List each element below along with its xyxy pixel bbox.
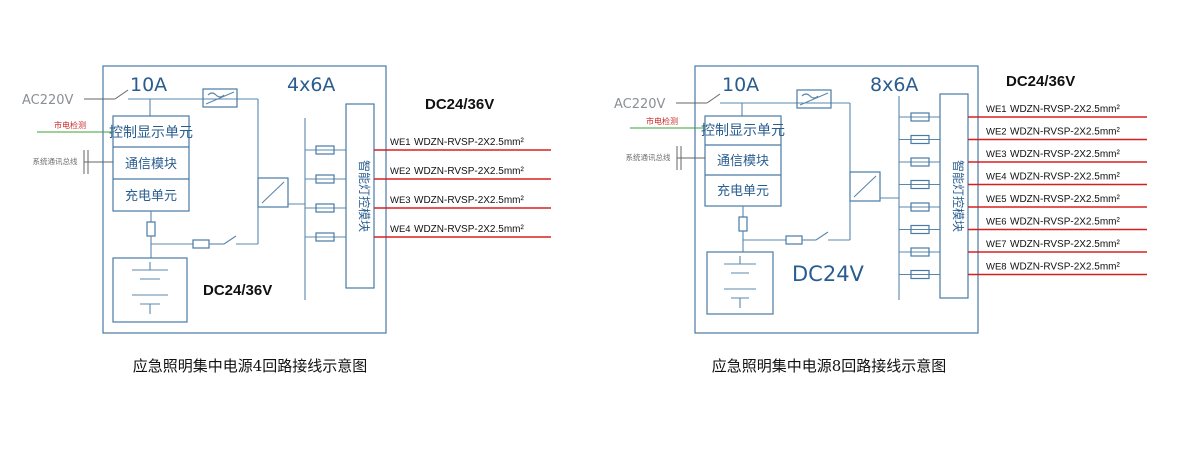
circuit-cable-spec: WDZN-RVSP-2X2.5mm²	[1010, 149, 1120, 160]
circuit-name: WE1	[390, 137, 411, 148]
circuit-fuse	[910, 179, 930, 190]
circuit-fuse	[315, 145, 335, 155]
circuit-fuse	[315, 174, 335, 184]
circuit-name: WE3	[986, 149, 1007, 160]
circuit-name: WE4	[390, 224, 411, 235]
diagram-caption: 应急照明集中电源4回路接线示意图	[133, 357, 368, 375]
output-rating: 8x6A	[870, 74, 918, 96]
circuit-name: WE4	[986, 172, 1007, 183]
ac-input-label: AC220V	[614, 97, 666, 112]
comm-module: 通信模块	[125, 157, 177, 172]
output-fuses	[305, 145, 346, 242]
circuit-cable-spec: WDZN-RVSP-2X2.5mm²	[1010, 262, 1120, 273]
circuit-fuse	[910, 157, 930, 167]
rectifier-symbol	[202, 88, 238, 108]
circuit-fuse	[910, 269, 930, 280]
circuit-cable-spec: WDZN-RVSP-2X2.5mm²	[1010, 194, 1120, 205]
input-breaker-rating: 10A	[722, 74, 759, 96]
battery-box	[706, 251, 774, 315]
battery-voltage-label: DC24V	[792, 262, 865, 286]
circuit-name: WE2	[986, 127, 1007, 138]
circuit-name: WE7	[986, 239, 1007, 250]
mains-detect-label: 市电检测	[646, 116, 678, 126]
circuit-cable-spec: WDZN-RVSP-2X2.5mm²	[1010, 172, 1120, 183]
control-display-unit: 控制显示单元	[109, 125, 193, 141]
diagram-4-circuit: 10A 4x6A AC220V 控制显示单元 通信模块 充电单元 市电检测 系统…	[22, 65, 551, 375]
system-comm-label: 系统通讯总线	[626, 152, 671, 162]
comm-module: 通信模块	[717, 154, 769, 169]
fuse-symbol	[192, 239, 210, 249]
changeover-switch	[257, 177, 289, 208]
fuse-symbol	[146, 221, 156, 237]
mains-detect-label: 市电检测	[54, 120, 86, 130]
system-comm-label: 系统通讯总线	[33, 156, 78, 166]
circuit-cable-spec: WDZN-RVSP-2X2.5mm²	[414, 195, 524, 206]
circuit-fuse	[315, 203, 335, 213]
smart-lamp-module-label: 智能灯控模块	[951, 160, 966, 232]
smart-lamp-module-label: 智能灯控模块	[357, 160, 372, 232]
rectifier-symbol	[796, 89, 832, 109]
charge-unit: 充电单元	[125, 188, 177, 204]
smart-lamp-control-module	[345, 103, 375, 289]
rectifier-glyph	[205, 91, 235, 105]
control-display-unit: 控制显示单元	[701, 123, 785, 139]
circuit-fuse	[910, 224, 930, 235]
ac-input-label: AC220V	[22, 93, 74, 108]
smart-lamp-control-module	[939, 93, 969, 299]
circuit-cable-spec: WDZN-RVSP-2X2.5mm²	[1010, 104, 1120, 115]
output-rating: 4x6A	[287, 74, 335, 96]
circuit-fuse	[315, 232, 335, 242]
circuit-fuse	[910, 202, 930, 212]
circuit-fuse	[910, 247, 930, 257]
circuit-cable-spec: WDZN-RVSP-2X2.5mm²	[414, 224, 524, 235]
circuit-cable-spec: WDZN-RVSP-2X2.5mm²	[1010, 239, 1120, 250]
circuit-cable-spec: WDZN-RVSP-2X2.5mm²	[414, 166, 524, 177]
circuit-name: WE2	[390, 166, 411, 177]
circuit-fuse	[910, 112, 930, 122]
circuit-name: WE5	[986, 194, 1007, 205]
circuit-cable-spec: WDZN-RVSP-2X2.5mm²	[1010, 217, 1120, 228]
rectifier-glyph	[799, 92, 829, 106]
power-cabinet-outline	[694, 65, 979, 334]
battery-switch	[223, 235, 237, 245]
power-cabinet-outline	[102, 65, 387, 334]
circuit-name: WE3	[390, 195, 411, 206]
circuit-cable-spec: WDZN-RVSP-2X2.5mm²	[1010, 127, 1120, 138]
input-breaker-switch	[706, 93, 721, 104]
battery-switch	[815, 231, 829, 241]
dc-voltage-header: DC24/36V	[425, 96, 494, 113]
circuit-name: WE1	[986, 104, 1007, 115]
fuse-symbol	[738, 216, 748, 232]
output-fuses	[899, 112, 940, 280]
diagram-8-circuit: 10A 8x6A AC220V 控制显示单元 通信模块 充电单元 市电检测 系统…	[614, 65, 1147, 375]
fuse-symbol	[785, 235, 803, 245]
charge-unit: 充电单元	[717, 183, 769, 199]
diagram-caption: 应急照明集中电源8回路接线示意图	[712, 357, 947, 375]
battery-voltage-label: DC24/36V	[203, 282, 272, 299]
battery-box	[112, 257, 188, 323]
circuit-name: WE6	[986, 217, 1007, 228]
changeover-switch	[849, 171, 881, 202]
circuit-fuse	[910, 134, 930, 145]
dc-voltage-header: DC24/36V	[1006, 73, 1075, 90]
input-breaker-rating: 10A	[130, 74, 167, 96]
input-breaker-switch	[114, 89, 129, 100]
circuit-cable-spec: WDZN-RVSP-2X2.5mm²	[414, 137, 524, 148]
circuit-name: WE8	[986, 262, 1007, 273]
